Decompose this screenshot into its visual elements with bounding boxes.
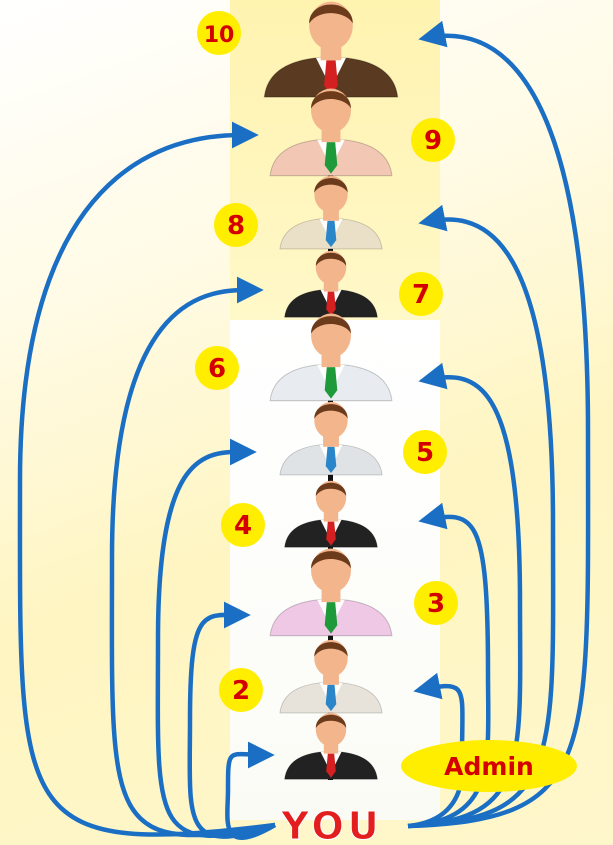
level-badge: 9 — [411, 118, 455, 162]
referral-arrow — [407, 204, 556, 829]
level-number: 6 — [208, 354, 226, 384]
referral-arrow — [225, 741, 277, 840]
level-number: 2 — [232, 676, 250, 706]
member-avatar — [284, 480, 378, 548]
level-badge: 2 — [219, 668, 263, 712]
referral-arrow — [407, 502, 491, 829]
level-badge: 5 — [403, 430, 447, 474]
member-avatar — [279, 175, 383, 250]
referral-arrow — [155, 438, 276, 838]
level-number: 7 — [412, 280, 430, 310]
member-avatar — [269, 313, 393, 402]
referral-arrow — [109, 276, 276, 838]
level-number: 3 — [427, 589, 445, 619]
arrows-layer — [17, 20, 591, 840]
level-badge: 10 — [197, 11, 241, 55]
member-avatar — [284, 712, 378, 780]
level-badge: 4 — [221, 503, 265, 547]
admin-badge-shape — [401, 740, 577, 792]
member-avatar — [279, 401, 383, 476]
level-number: 10 — [204, 23, 235, 48]
admin-badge: Admin — [401, 740, 577, 792]
level-number: 9 — [424, 126, 442, 156]
referral-arrow — [17, 121, 276, 837]
level-badge: 8 — [214, 203, 258, 247]
member-avatar — [279, 639, 383, 714]
referral-arrow — [187, 601, 276, 839]
member-avatar — [269, 88, 393, 177]
level-number: 5 — [416, 438, 434, 468]
referral-arrow — [407, 362, 523, 829]
member-avatar — [263, 1, 399, 98]
member-avatar — [284, 250, 378, 318]
member-avatar — [269, 548, 393, 637]
level-number: 8 — [227, 211, 245, 241]
level-badge: 7 — [399, 272, 443, 316]
avatars-layer — [263, 1, 399, 780]
level-number: 4 — [234, 511, 252, 541]
referral-arrow — [407, 20, 591, 829]
admin-label: Admin — [444, 752, 534, 781]
level-badge: 3 — [414, 581, 458, 625]
badges-layer: 10 9 8 7 6 5 4 3 2 — [195, 11, 458, 712]
you-label: YOU — [280, 804, 382, 845]
level-badge: 6 — [195, 346, 239, 390]
